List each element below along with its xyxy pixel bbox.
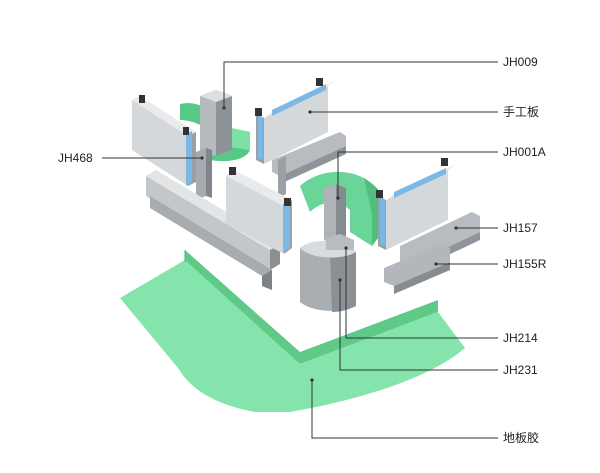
panel-center bbox=[226, 167, 292, 254]
leader-jh214 bbox=[345, 248, 498, 339]
leader-dibanjiao bbox=[311, 380, 498, 439]
label-jh157: JH157 bbox=[503, 221, 538, 235]
floor-vinyl-sheet bbox=[120, 250, 465, 412]
label-shougongban: 手工板 bbox=[503, 105, 540, 119]
jh001a-rail-profile bbox=[272, 132, 346, 198]
jh214-jh231-corner-post bbox=[300, 234, 356, 312]
jh001a-center-post bbox=[324, 184, 346, 244]
jh009-corner-post bbox=[200, 90, 232, 156]
label-jh001a: JH001A bbox=[503, 145, 546, 159]
label-dibanjiao: 地板胶 bbox=[503, 431, 540, 445]
jh468-edge-profile bbox=[196, 148, 212, 200]
leader-jh001a bbox=[337, 151, 498, 198]
jh155r-rail bbox=[384, 244, 450, 294]
leader-jh231 bbox=[339, 280, 498, 371]
leader-jh009 bbox=[223, 61, 498, 108]
label-jh468: JH468 bbox=[58, 151, 93, 165]
label-jh155r: JH155R bbox=[503, 257, 547, 271]
panel-front-right bbox=[376, 158, 456, 250]
label-jh009: JH009 bbox=[503, 55, 538, 69]
label-jh214: JH214 bbox=[503, 331, 538, 345]
label-jh231: JH231 bbox=[503, 363, 538, 377]
panel-back-right bbox=[255, 78, 336, 164]
